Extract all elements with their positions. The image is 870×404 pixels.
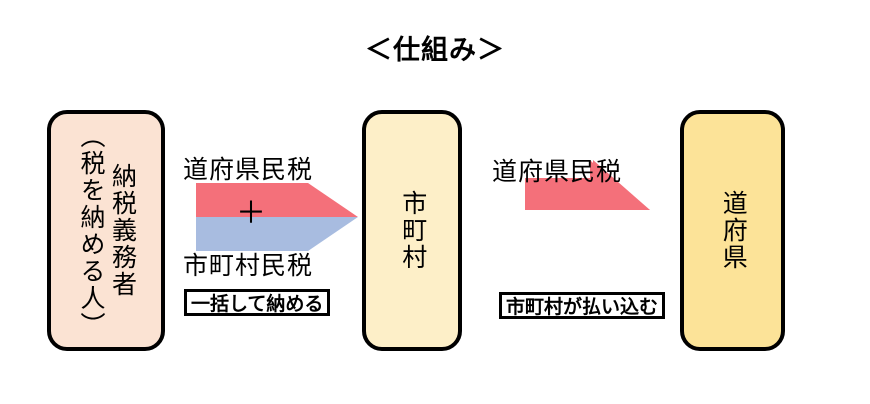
entity-box-taxpayer: 納税義務者 （税を納める人） xyxy=(47,110,165,351)
flow-label-prefectural-tax-outbound: 道府県民税 xyxy=(492,158,623,186)
entity-box-municipality: 市町村 xyxy=(362,110,462,351)
entity-label-taxpayer-sub: （税を納める人） xyxy=(77,122,105,339)
caption-lump-sum-payment: 一括して納める xyxy=(184,289,331,316)
arrow-segment-prefectural-tax xyxy=(196,183,358,217)
arrow-head-prefectural-tax-transfer xyxy=(593,160,650,210)
flow-label-prefectural-tax-inbound: 道府県民税 xyxy=(183,156,314,184)
arrow-taxpayer-to-municipality xyxy=(196,183,358,251)
entity-box-prefecture: 道府県 xyxy=(680,110,785,351)
entity-label-municipality: 市町村 xyxy=(398,190,427,271)
page-title: ＜仕組み＞ xyxy=(365,35,505,65)
operator-plus: ＋ xyxy=(236,197,266,230)
flow-label-municipal-tax-inbound: 市町村民税 xyxy=(183,252,314,280)
arrow-municipality-to-prefecture xyxy=(515,160,675,228)
arrow-segment-municipal-tax xyxy=(196,217,358,251)
entity-label-prefecture: 道府県 xyxy=(719,190,748,271)
entity-label-taxpayer-main: 納税義務者 xyxy=(108,163,137,298)
caption-municipality-pays: 市町村が払い込む xyxy=(499,292,666,319)
